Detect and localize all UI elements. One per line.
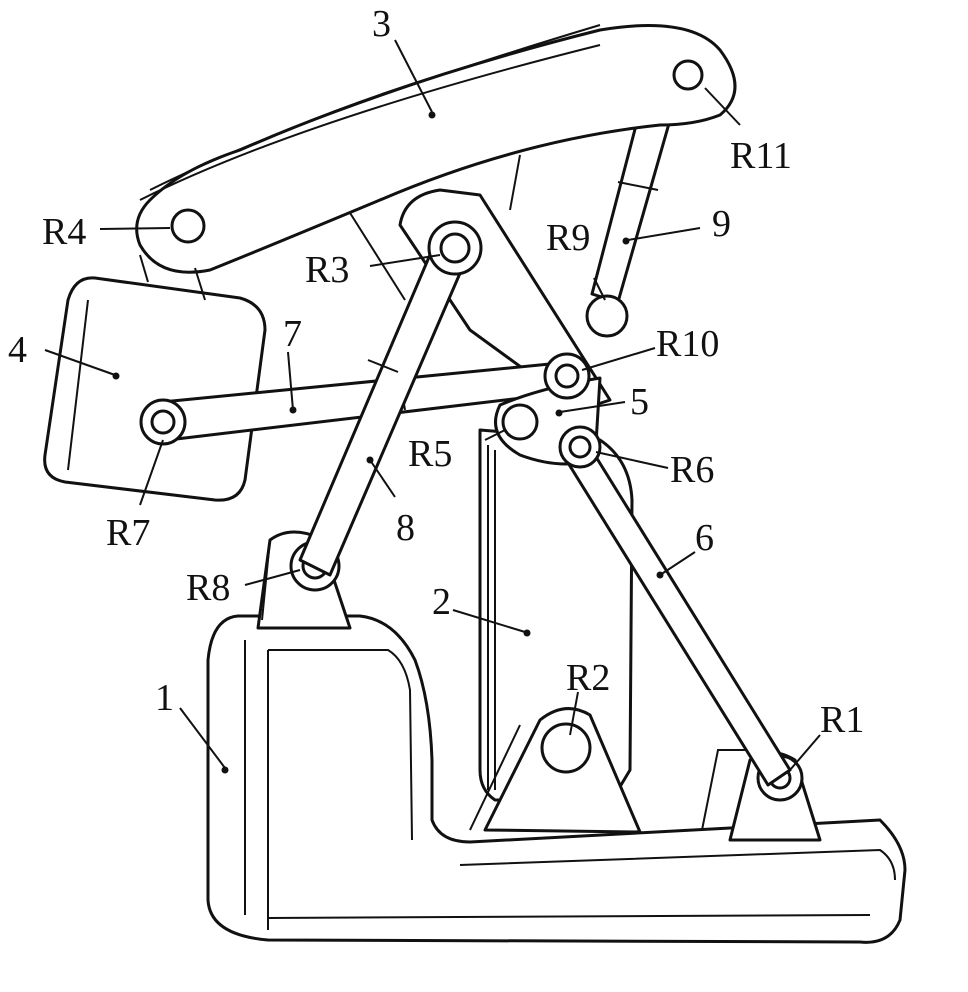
label-R8: R8 — [186, 567, 230, 609]
label-R3: R3 — [305, 249, 349, 291]
label-part-4: 4 — [8, 329, 27, 371]
label-part-3: 3 — [372, 3, 391, 45]
label-R9: R9 — [546, 217, 590, 259]
label-R10: R10 — [656, 323, 719, 365]
label-part-8: 8 — [396, 507, 415, 549]
label-part-7: 7 — [283, 313, 302, 355]
pin-R6 — [560, 427, 600, 467]
pin-R10 — [545, 354, 589, 398]
pin-R7 — [141, 400, 185, 444]
label-R1: R1 — [820, 699, 864, 741]
label-R2: R2 — [566, 657, 610, 699]
label-part-2: 2 — [432, 581, 451, 623]
label-part-9: 9 — [712, 203, 731, 245]
pin-R5 — [503, 405, 537, 439]
pin-R3 — [429, 222, 481, 274]
label-part-6: 6 — [695, 517, 714, 559]
label-R5: R5 — [408, 433, 452, 475]
label-R11: R11 — [730, 135, 792, 177]
label-R4: R4 — [42, 211, 86, 253]
label-part-5: 5 — [630, 381, 649, 423]
label-R7: R7 — [106, 512, 150, 554]
label-R6: R6 — [670, 449, 714, 491]
pin-R9 — [587, 296, 627, 336]
link-part-9 — [592, 110, 670, 302]
label-part-1: 1 — [155, 677, 174, 719]
